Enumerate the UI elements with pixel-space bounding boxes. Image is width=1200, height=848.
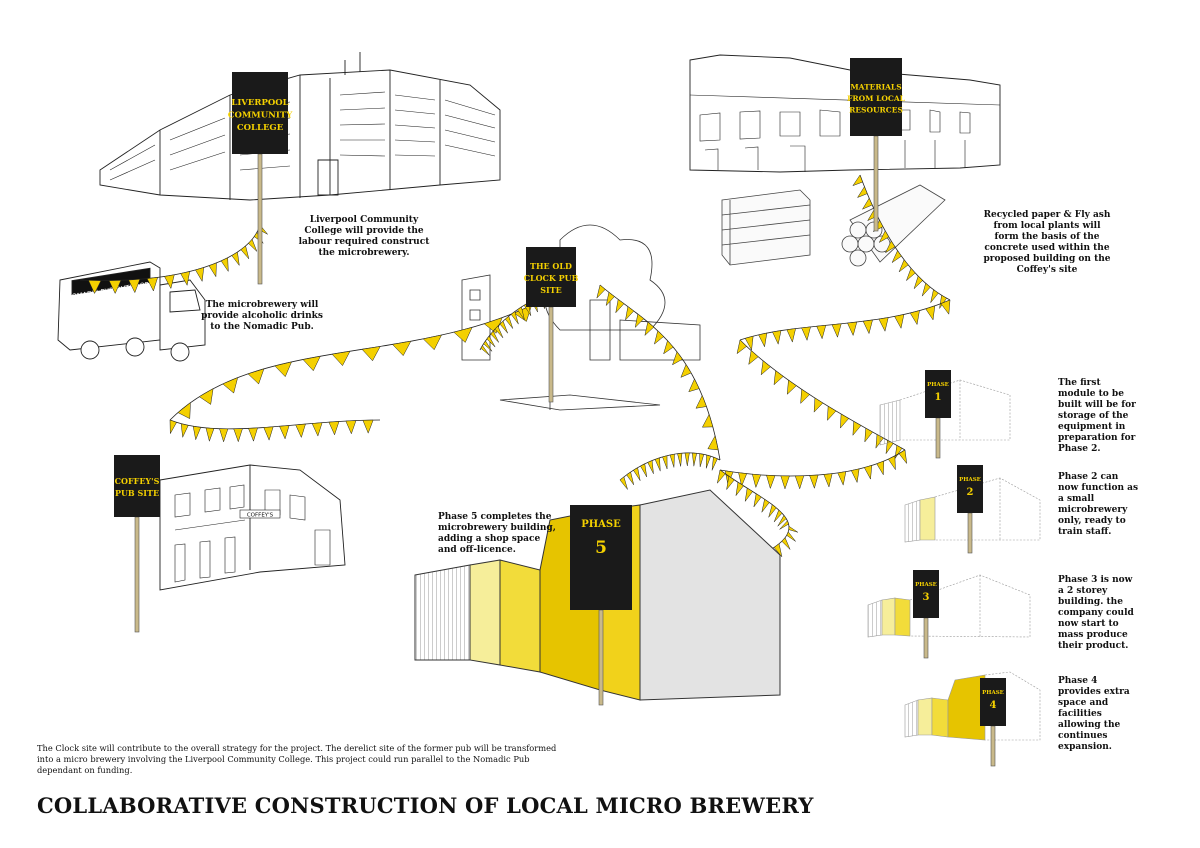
sign-materials-line: RESOURCES (849, 105, 903, 114)
sign-post (873, 135, 879, 232)
terrace-houses-sketch (689, 54, 1001, 173)
sign-materials-line: MATERIALS (850, 82, 901, 91)
sign-board (526, 247, 576, 307)
sign-phase5-line: 5 (595, 538, 607, 558)
sign-phase2-line: 2 (967, 487, 974, 498)
sign-clock-line: THE OLD (530, 261, 572, 271)
sign-coffeys: COFFEY'S PUB SITE (114, 455, 160, 633)
note-truck: The microbrewery will provide alcoholic … (201, 300, 323, 332)
sign-materials-line: FROM LOCAL (847, 94, 906, 103)
sign-post (935, 417, 941, 459)
sign-phase4: PHASE 4 (980, 678, 1006, 767)
sign-materials: MATERIALS FROM LOCAL RESOURCES (847, 58, 906, 232)
note-phase3: Phase 3 is now a 2 storey building. the … (1058, 575, 1134, 651)
phase4-module (904, 671, 1041, 741)
footer-note: The Clock site will contribute to the ov… (37, 743, 557, 775)
sign-post (598, 609, 604, 706)
timber-stack-sketch (721, 189, 811, 266)
pipes-stack-sketch (841, 184, 946, 267)
sign-board (925, 370, 951, 418)
sign-phase4-line: PHASE (982, 690, 1004, 696)
note-college: Liverpool Community College will provide… (298, 215, 430, 258)
sign-board (913, 570, 939, 618)
note-phase5: Phase 5 completes the microbrewery build… (438, 512, 556, 555)
sign-coffeys-line: COFFEY'S (115, 476, 160, 486)
coffeys-pub-sketch: COFFEY'S (159, 464, 346, 591)
sign-phase1-line: PHASE (927, 382, 949, 388)
page-title: COLLABORATIVE CONSTRUCTION OF LOCAL MICR… (37, 793, 814, 818)
sign-phase2: PHASE 2 (957, 465, 983, 554)
note-phase1: The first module to be built will be for… (1058, 378, 1136, 454)
sign-post (990, 725, 996, 767)
sign-clock-line: CLOCK PUB (524, 273, 579, 283)
sign-college-line: LIVERPOOL (231, 98, 288, 108)
phase3-module (867, 574, 1031, 638)
sign-phase3-line: PHASE (915, 582, 937, 588)
sign-post (967, 512, 973, 554)
note-materials: Recycled paper & Fly ash from local plan… (983, 210, 1111, 275)
sign-coffeys-line: PUB SITE (115, 488, 159, 498)
sign-post (257, 153, 263, 285)
sign-clock: THE OLD CLOCK PUB SITE (524, 247, 579, 403)
sign-phase4-line: 4 (990, 700, 997, 711)
sign-college-line: COMMUNITY (228, 110, 293, 120)
clock-site-sketch (461, 224, 701, 411)
sign-board (957, 465, 983, 513)
sign-phase5: PHASE 5 (570, 505, 632, 706)
bunting (79, 174, 951, 557)
note-phase4: Phase 4 provides extra space and facilit… (1058, 676, 1130, 752)
sign-phase5-line: PHASE (581, 519, 621, 530)
sign-board (232, 72, 288, 154)
college-building-sketch (99, 52, 501, 201)
sign-phase3-line: 3 (923, 592, 930, 603)
sign-board (114, 455, 160, 517)
sign-phase1: PHASE 1 (925, 370, 951, 459)
truck-sketch: NOMADIC PUB OUTDOORS (57, 261, 206, 362)
sign-phase3: PHASE 3 (913, 570, 939, 659)
sign-clock-line: SITE (540, 285, 562, 295)
sign-board (980, 678, 1006, 726)
note-phase2: Phase 2 can now function as a small micr… (1058, 472, 1139, 537)
sign-college-line: COLLEGE (237, 123, 284, 133)
sign-post (134, 516, 140, 633)
sign-board (570, 505, 632, 610)
phase1-module (879, 379, 1011, 446)
sign-post (923, 617, 929, 659)
sign-phase2-line: PHASE (959, 477, 981, 483)
sign-college: LIVERPOOL COMMUNITY COLLEGE (228, 72, 293, 285)
building-label: COFFEY'S (247, 513, 274, 519)
sign-board (850, 58, 902, 136)
sign-post (548, 306, 554, 403)
phase2-module (904, 477, 1041, 543)
sign-phase1-line: 1 (935, 392, 942, 403)
